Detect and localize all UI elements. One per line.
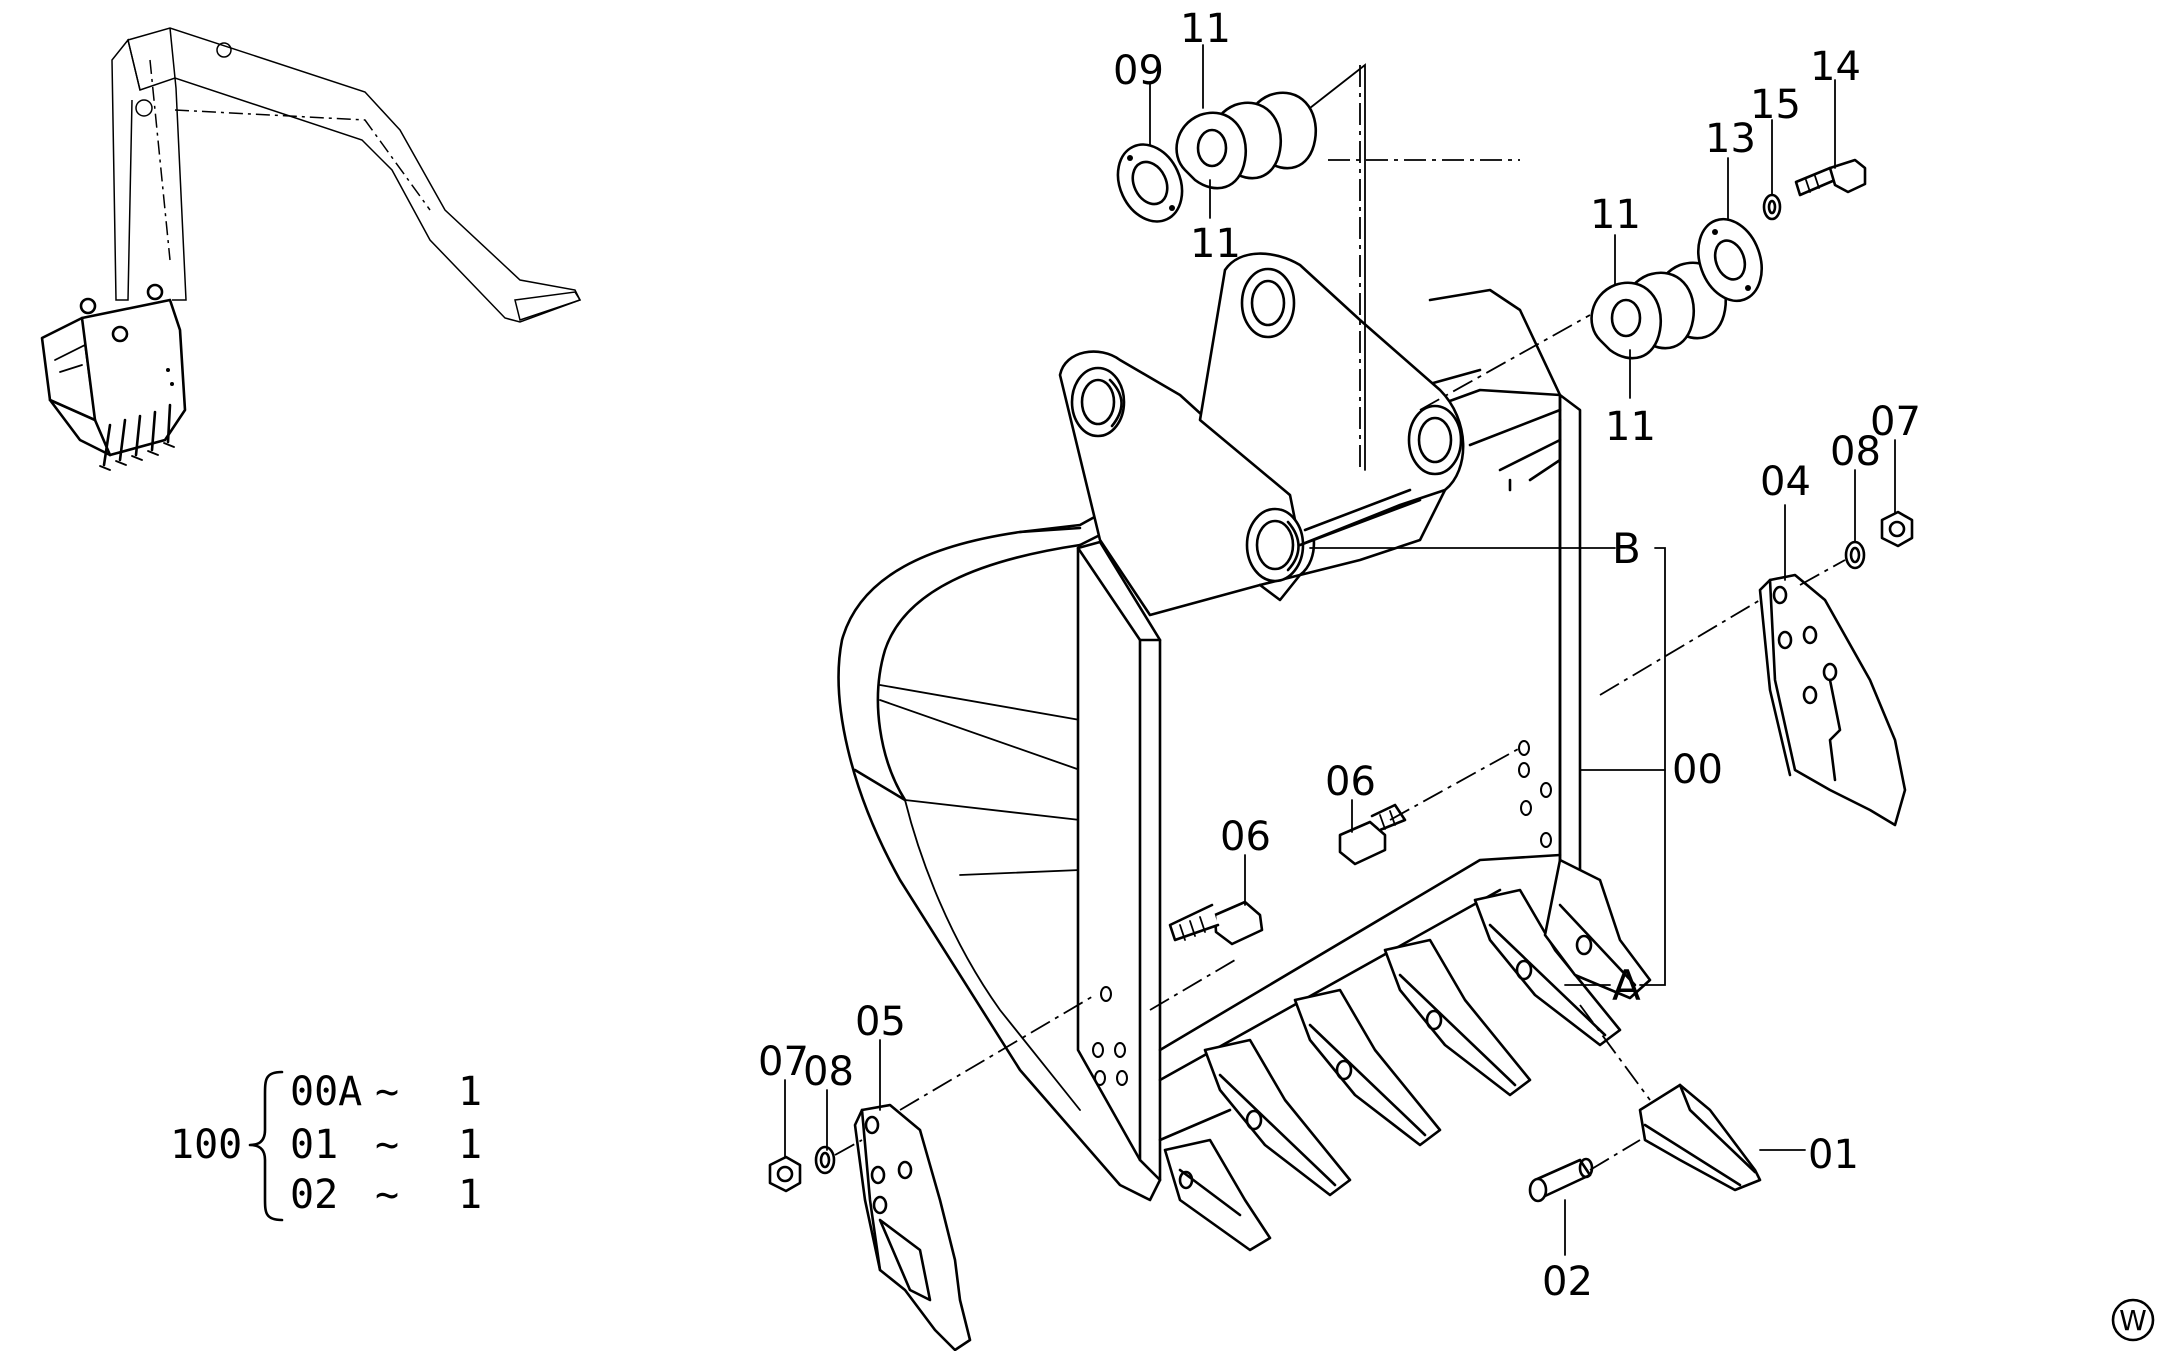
bucket-teeth	[1163, 858, 1652, 1252]
replacement-tooth	[1638, 1083, 1762, 1192]
pin-boss-lower-right	[1407, 404, 1463, 476]
kit-row-sep: ~	[375, 1172, 399, 1218]
thrust-washer-09	[1116, 143, 1184, 223]
callout-15: 15	[1750, 82, 1801, 128]
leader-lines	[784, 44, 1896, 1256]
washer-08-left	[814, 1145, 836, 1175]
kit-row-qty: 1	[458, 1069, 482, 1115]
callout-06-lower: 06	[1220, 814, 1271, 860]
callout-09: 09	[1113, 48, 1164, 94]
callout-08-left: 08	[803, 1049, 854, 1095]
callout-04: 04	[1760, 459, 1811, 505]
kit-row-part: 00A	[290, 1069, 362, 1115]
kit-row-sep: ~	[375, 1069, 399, 1115]
pin-boss-upper-left	[1070, 366, 1126, 438]
callout-11-right-lower: 11	[1605, 404, 1656, 450]
callout-11-top: 11	[1180, 6, 1231, 52]
nut-07-left	[768, 1155, 802, 1193]
kit-row-qty: 1	[458, 1122, 482, 1168]
assembly-centerlines	[834, 65, 1846, 1171]
callout-07-left: 07	[758, 1039, 809, 1085]
callout-00: 00	[1672, 747, 1723, 793]
callout-14: 14	[1810, 44, 1861, 90]
reference-A: A	[1612, 961, 1641, 1010]
tooth-pin	[1528, 1157, 1594, 1203]
washer-08-right	[1844, 540, 1866, 570]
tooth-1	[1163, 1138, 1272, 1252]
pin-boss-lower-left	[1245, 507, 1305, 583]
shim-set-top	[1175, 91, 1318, 190]
callout-08-right: 08	[1830, 429, 1881, 475]
lock-washer-15	[1762, 193, 1782, 221]
kit-brace	[248, 1070, 284, 1222]
tooth-6	[1543, 858, 1652, 1000]
part-callouts: 09 11 11 11 11 13 15 14 04 08 07 B 00 A …	[758, 6, 1921, 1305]
callout-13: 13	[1705, 116, 1756, 162]
kit-row-sep: ~	[375, 1122, 399, 1168]
excavator-arm-locator	[40, 27, 582, 471]
callout-11-top-lower: 11	[1190, 221, 1241, 267]
callout-05: 05	[855, 999, 906, 1045]
side-cutter-left	[853, 1103, 972, 1351]
kit-row-part: 02	[290, 1172, 338, 1218]
callout-11-right: 11	[1590, 192, 1641, 238]
callout-02: 02	[1542, 1259, 1593, 1305]
kit-row-part: 01	[290, 1122, 338, 1168]
kit-composition: 100 00A ~ 1 01 ~ 1 02 ~ 1	[170, 1069, 482, 1222]
kit-row-qty: 1	[458, 1172, 482, 1218]
kit-number: 100	[170, 1122, 242, 1168]
bolt-06-lower	[1168, 900, 1264, 946]
callout-07-right: 07	[1870, 399, 1921, 445]
bolt-14	[1794, 158, 1867, 197]
callout-01: 01	[1808, 1132, 1859, 1178]
tooth-2	[1203, 1038, 1352, 1197]
kit-row-2: 01 ~ 1	[290, 1122, 482, 1168]
shim-set-right	[1590, 261, 1728, 360]
tooth-3	[1293, 988, 1442, 1147]
pin-boss-upper-right	[1240, 267, 1296, 339]
retainer-plate-13	[1697, 217, 1763, 303]
corner-mark-letter: W	[2119, 1304, 2147, 1337]
side-cutter-right	[1758, 573, 1907, 827]
tooth-5	[1473, 888, 1622, 1047]
bolt-06-upper	[1338, 803, 1407, 866]
tooth-4	[1383, 938, 1532, 1097]
nut-07-right	[1880, 510, 1914, 548]
corner-mark-circle	[2111, 1298, 2155, 1342]
corner-mark: W	[2111, 1298, 2155, 1342]
kit-row-3: 02 ~ 1	[290, 1172, 482, 1218]
reference-B: B	[1612, 524, 1641, 573]
callout-06-upper: 06	[1325, 759, 1376, 805]
bucket-linkage-brackets	[1058, 252, 1465, 617]
kit-row-1: 00A ~ 1	[290, 1069, 482, 1115]
